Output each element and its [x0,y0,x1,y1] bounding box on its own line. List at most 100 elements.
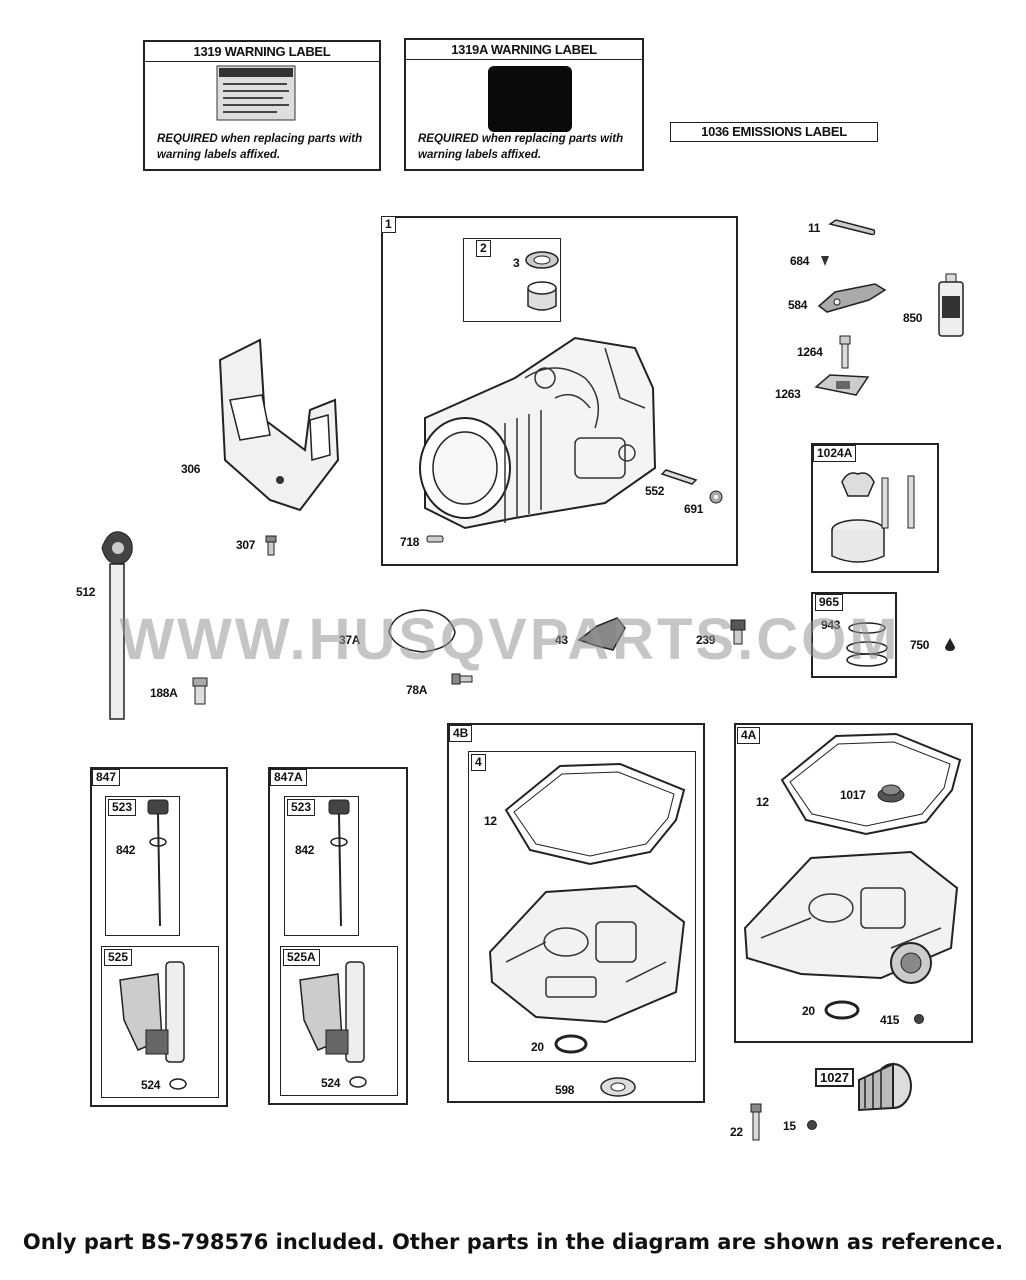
group-523b-box [284,796,359,936]
dipstick-tube-drawing [101,531,133,720]
shroud-drawing [218,338,340,512]
sump-gasket-drawing [780,732,962,836]
part-label: 1264 [797,345,823,359]
ring-set-icon [846,622,888,667]
part-label: 78A [406,683,428,697]
part-label: 750 [910,638,930,652]
part-label: 12 [756,795,769,809]
part-label: 850 [903,311,923,325]
group-tag-1: 1 [381,216,396,233]
screw-icon [821,256,829,266]
group-4-box [468,751,696,1062]
bottle-icon [938,273,964,337]
part-label: 11 [808,221,821,235]
part-label: 22 [730,1125,743,1139]
screw-icon [451,673,473,685]
group-523-box [105,796,180,936]
part-label: 718 [400,535,420,549]
plug-icon [192,677,208,705]
o-ring-icon [169,1078,187,1090]
part-label: 3 [513,256,520,270]
part-label: 598 [555,1083,575,1097]
o-ring-icon [349,1076,367,1088]
bolt-icon [750,1103,762,1141]
cylinder-block-drawing [419,336,657,530]
part-label: 1263 [775,387,801,401]
emissions-label: 1036 EMISSIONS LABEL [670,122,878,142]
nut-icon [709,490,723,504]
group-tag-2: 2 [476,240,491,257]
group-2-box [463,238,561,322]
piston-drawing [831,472,915,563]
dipstick-icon [328,799,350,927]
part-label: 15 [783,1119,796,1133]
bearing-ring-icon [525,251,559,311]
sump-gasket-drawing [504,762,686,866]
warning-note: REQUIRED when replacing parts with warni… [418,133,624,161]
watermark: WWW.HUSQVPARTS.COM [119,607,901,672]
group-847-box [90,767,228,1107]
part-label: 43 [555,633,568,647]
group-tag-1024a: 1024A [813,445,857,462]
group-tag-4a: 4A [737,727,761,744]
pin-icon [828,219,876,236]
part-label: 584 [788,298,808,312]
group-tag-847: 847 [92,769,121,786]
dowel-icon [660,469,698,485]
part-label: 37A [339,633,361,647]
group-tag-525a: 525A [283,949,320,966]
group-tag-525: 525 [104,949,133,966]
warning-sticker-black [488,66,572,132]
part-label: 239 [696,633,716,647]
nut-icon [807,1120,817,1130]
washer-icon [600,1077,636,1097]
part-label: 12 [484,814,497,828]
group-tag-523: 523 [108,799,137,816]
part-label: 684 [790,254,810,268]
warning-note: REQUIRED when replacing parts with warni… [157,133,363,161]
oil-fill-tube-drawing [299,961,365,1063]
pin-icon [426,535,444,543]
part-label: 20 [802,1004,815,1018]
o-ring-icon [824,1000,860,1020]
part-label: 188A [150,686,178,700]
part-label: 524 [321,1076,341,1090]
screw-icon [265,535,277,556]
warning-label-1319: 1319 WARNING LABEL REQUIRED when replaci… [143,40,381,171]
part-label: 552 [645,484,665,498]
sump-drawing [488,884,686,1024]
warning-label-title: 1319A WARNING LABEL [406,40,642,60]
warning-label-1319a: 1319A WARNING LABEL REQUIRED when replac… [404,38,644,171]
part-label: 943 [821,618,841,632]
oil-filter-drawing [858,1062,912,1112]
bolt-icon [839,335,851,369]
group-tag-523: 523 [287,799,316,816]
bracket-icon [817,283,887,313]
part-label: 691 [684,502,704,516]
group-1024a-box [811,443,939,573]
group-tag-4: 4 [471,754,486,771]
plug-icon [914,1014,924,1024]
part-label: 842 [295,843,315,857]
part-label: 306 [181,462,201,476]
oil-fill-tube-drawing [119,961,185,1063]
group-4a-box [734,723,973,1043]
group-4b-box [447,723,705,1103]
group-847a-box [268,767,408,1105]
part-label: 20 [531,1040,544,1054]
warning-label-title: 1319 WARNING LABEL [145,42,379,62]
group-tag-1027: 1027 [815,1068,854,1087]
part-label: 524 [141,1078,161,1092]
part-label: 307 [236,538,256,552]
gasket-plate-icon [814,374,870,396]
part-label: 842 [116,843,136,857]
drop-icon [945,638,955,651]
gasket-icon [388,609,456,653]
governor-arm-icon [577,617,626,651]
part-label: 415 [880,1013,900,1027]
sump-drawing [743,850,959,984]
sensor-icon [730,619,746,645]
group-cylinder-box [381,216,738,566]
o-ring-icon [554,1034,588,1054]
group-525-box [101,946,219,1098]
